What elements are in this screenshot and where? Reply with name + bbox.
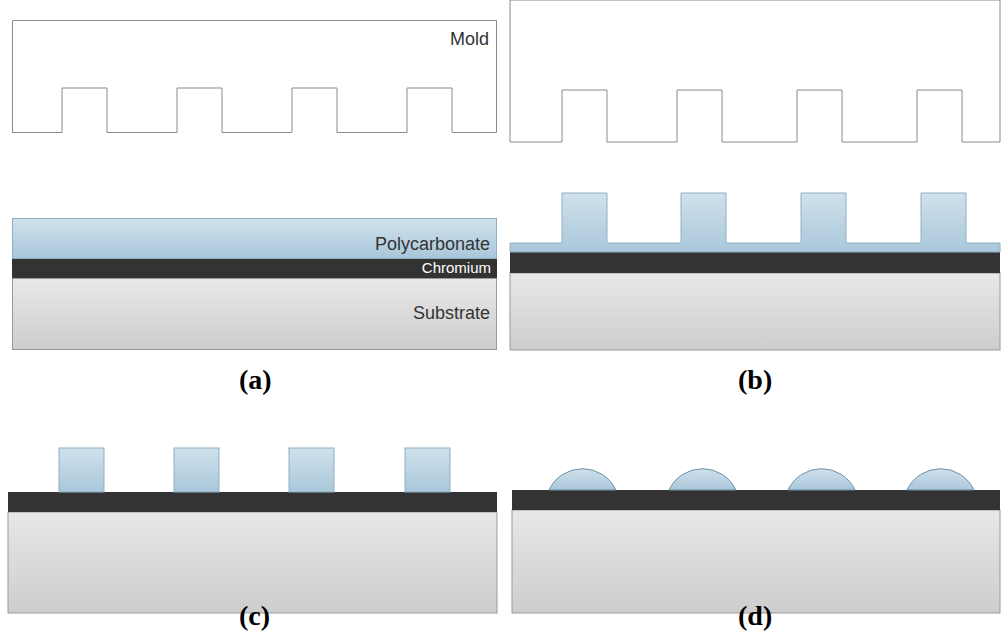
- layer-label: Substrate: [413, 304, 490, 324]
- polycarbonate-microlenses: [549, 469, 974, 490]
- mold: Mold: [12, 20, 497, 133]
- substrate-layer: Substrate: [12, 278, 497, 350]
- substrate-layer: [512, 510, 1000, 613]
- chromium-layer: [512, 490, 1000, 510]
- layer-label: Mold: [450, 30, 489, 50]
- chromium-layer: Chromium: [12, 259, 497, 278]
- chromium-layer: [8, 492, 497, 512]
- panel-label: (c): [239, 600, 270, 632]
- chromium-layer: [510, 252, 1000, 273]
- polycarbonate-layer: Polycarbonate: [12, 218, 497, 259]
- substrate-layer: [510, 273, 1000, 350]
- mold-outline: [510, 0, 1000, 142]
- polycarbonate-pillars: [59, 448, 450, 492]
- polycarbonate-pattern: [510, 193, 1000, 252]
- substrate-layer: [8, 512, 497, 613]
- panel-label: (d): [738, 600, 772, 632]
- layer-label: Polycarbonate: [375, 235, 490, 255]
- panel-label: (b): [738, 364, 772, 396]
- panel-label: (a): [239, 364, 272, 396]
- mold-outline: [12, 20, 497, 133]
- layer-label: Chromium: [422, 260, 491, 277]
